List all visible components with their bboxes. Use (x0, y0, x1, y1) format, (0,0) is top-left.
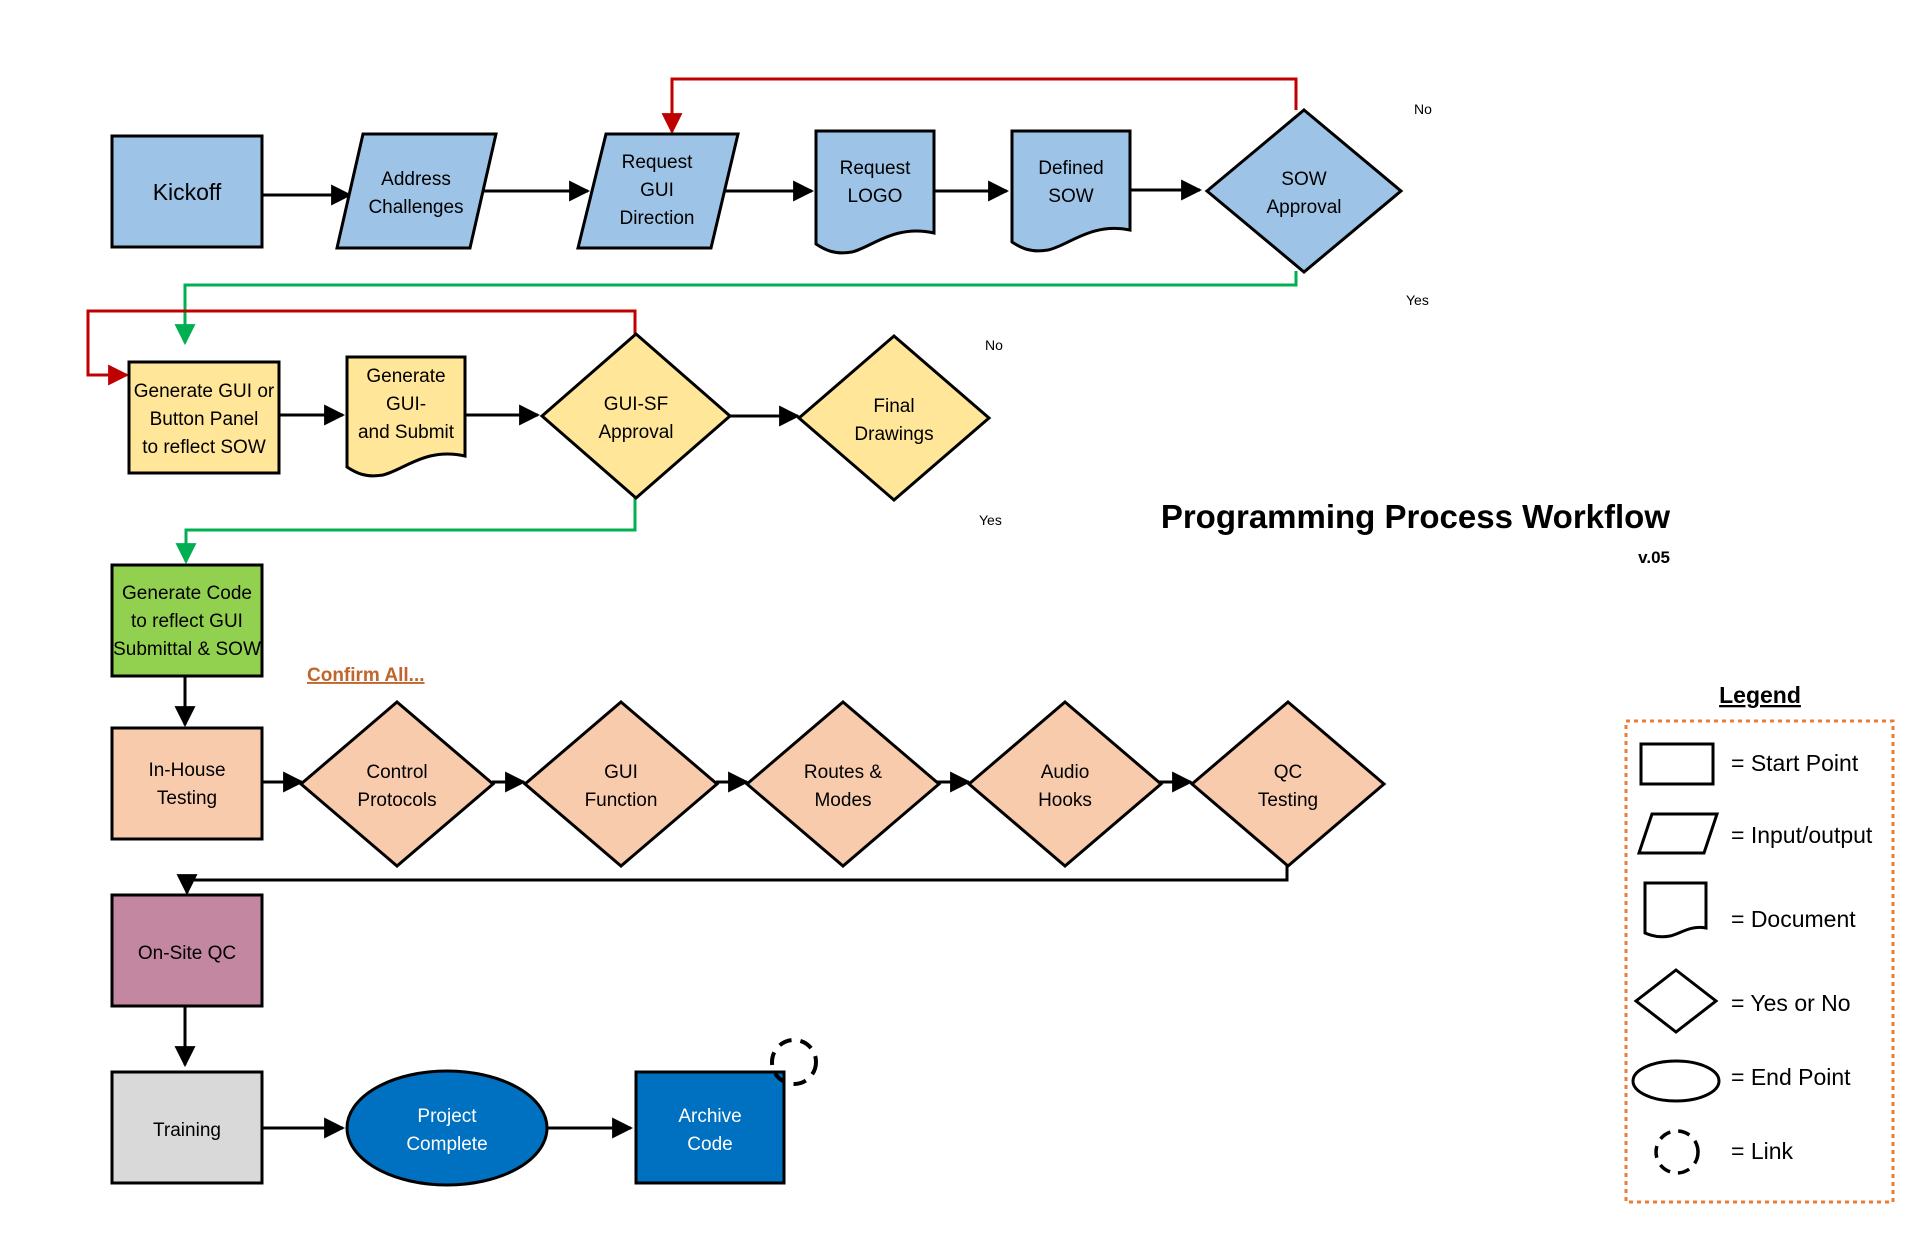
legend-item-label: = Yes or No (1731, 990, 1851, 1016)
arrow-gui-yes (175, 498, 637, 565)
node-text: Generate (366, 366, 445, 387)
node-defined-sow: Defined SOW (1010, 129, 1132, 253)
version-label: v.05 (1638, 548, 1670, 567)
node-text: Audio (1041, 762, 1090, 783)
node-text: Approval (599, 422, 674, 443)
legend-item-label: = Link (1731, 1138, 1794, 1164)
node-text: Hooks (1038, 790, 1092, 811)
node-text: Drawings (854, 424, 933, 445)
document-icon (1643, 881, 1708, 939)
node-routes-modes: Routes & Modes (744, 700, 942, 868)
diamond-icon (1633, 968, 1719, 1034)
node-text: Testing (157, 788, 217, 809)
legend: Legend = Start Point = Input/output = Do… (1624, 682, 1895, 1204)
rectangle-icon (1639, 742, 1715, 786)
node-text: Generate GUI or (134, 381, 275, 402)
node-text: QC (1274, 762, 1303, 783)
node-text: LOGO (848, 186, 903, 207)
node-text: and Submit (358, 422, 455, 443)
link-icon (770, 1038, 818, 1086)
legend-border (1624, 719, 1895, 1204)
arrow-gui-no-loop (86, 309, 637, 386)
node-text: GUI (604, 762, 638, 783)
arrow-sow-no-loop (661, 77, 1298, 135)
node-kickoff: Kickoff (110, 134, 264, 249)
node-text: Final (873, 396, 914, 417)
node-text: On-Site QC (138, 943, 236, 964)
legend-item-label: = Start Point (1731, 750, 1859, 776)
branch-label-no: No (985, 337, 1003, 353)
node-text: Complete (406, 1134, 487, 1155)
node-text: Control (366, 762, 427, 783)
branch-label-yes: Yes (979, 512, 1002, 528)
node-text: Kickoff (153, 179, 222, 205)
node-generate-gui-submit: Generate GUI- and Submit (345, 355, 467, 478)
confirm-all-label: Confirm All... (307, 665, 425, 686)
node-text: Request (840, 158, 911, 179)
legend-item-label: = Document (1731, 906, 1856, 932)
node-text: Submittal & SOW (113, 639, 261, 660)
node-text: Training (153, 1120, 221, 1141)
node-request-gui-direction: Request GUI Direction (576, 132, 740, 250)
branch-label-no: No (1414, 101, 1432, 117)
node-control-protocols: Control Protocols (298, 700, 496, 868)
branch-label-yes: Yes (1406, 292, 1429, 308)
node-address-challenges: Address Challenges (335, 132, 498, 250)
node-text: GUI-SF (604, 394, 668, 415)
node-text: SOW (1048, 186, 1093, 207)
legend-item-label: = End Point (1731, 1064, 1851, 1090)
arrow-sow-yes (174, 271, 1298, 346)
dashed-circle-icon (1654, 1129, 1700, 1175)
node-text: Approval (1267, 197, 1342, 218)
arrow-qc-onsite (176, 865, 1289, 896)
node-training: Training (110, 1070, 264, 1185)
node-project-complete: Project Complete (345, 1069, 549, 1187)
node-text: Archive (678, 1106, 741, 1127)
connectors (86, 77, 1298, 1139)
legend-title: Legend (1719, 682, 1801, 708)
node-request-logo: Request LOGO (814, 129, 936, 255)
node-archive-code: Archive Code (634, 1070, 786, 1185)
node-text: to reflect SOW (142, 437, 266, 458)
node-sow-approval: SOW Approval (1204, 108, 1404, 274)
node-generate-code: Generate Code to reflect GUI Submittal &… (110, 563, 264, 678)
node-text: Defined (1038, 158, 1104, 179)
node-text: SOW (1281, 169, 1326, 190)
node-generate-gui: Generate GUI or Button Panel to reflect … (127, 360, 281, 475)
node-audio-hooks: Audio Hooks (966, 700, 1164, 868)
node-text: Routes & (804, 762, 882, 783)
node-text: Challenges (368, 197, 463, 218)
node-final-drawings: Final Drawings (796, 334, 992, 502)
ellipse-icon (1631, 1059, 1721, 1103)
node-text: Code (687, 1134, 732, 1155)
node-text: Direction (620, 208, 695, 229)
node-text: GUI- (386, 394, 426, 415)
node-text: Generate Code (122, 583, 252, 604)
legend-item-label: = Input/output (1731, 822, 1873, 848)
node-text: Modes (814, 790, 871, 811)
node-onsite-qc: On-Site QC (110, 893, 264, 1008)
node-text: to reflect GUI (131, 611, 243, 632)
node-text: Project (417, 1106, 477, 1127)
node-text: Request (622, 152, 693, 173)
node-inhouse-testing: In-House Testing (110, 726, 264, 841)
node-text: Testing (1258, 790, 1318, 811)
node-gui-function: GUI Function (522, 700, 720, 868)
node-text: Address (381, 169, 451, 190)
node-qc-testing: QC Testing (1189, 700, 1387, 868)
node-text: GUI (640, 180, 674, 201)
node-text: Protocols (357, 790, 436, 811)
page-title: Programming Process Workflow (1161, 498, 1671, 535)
node-text: In-House (148, 760, 225, 781)
parallelogram-icon (1636, 812, 1720, 855)
node-text: Button Panel (150, 409, 259, 430)
node-text: Function (585, 790, 658, 811)
node-gui-sf-approval: GUI-SF Approval (539, 332, 733, 500)
